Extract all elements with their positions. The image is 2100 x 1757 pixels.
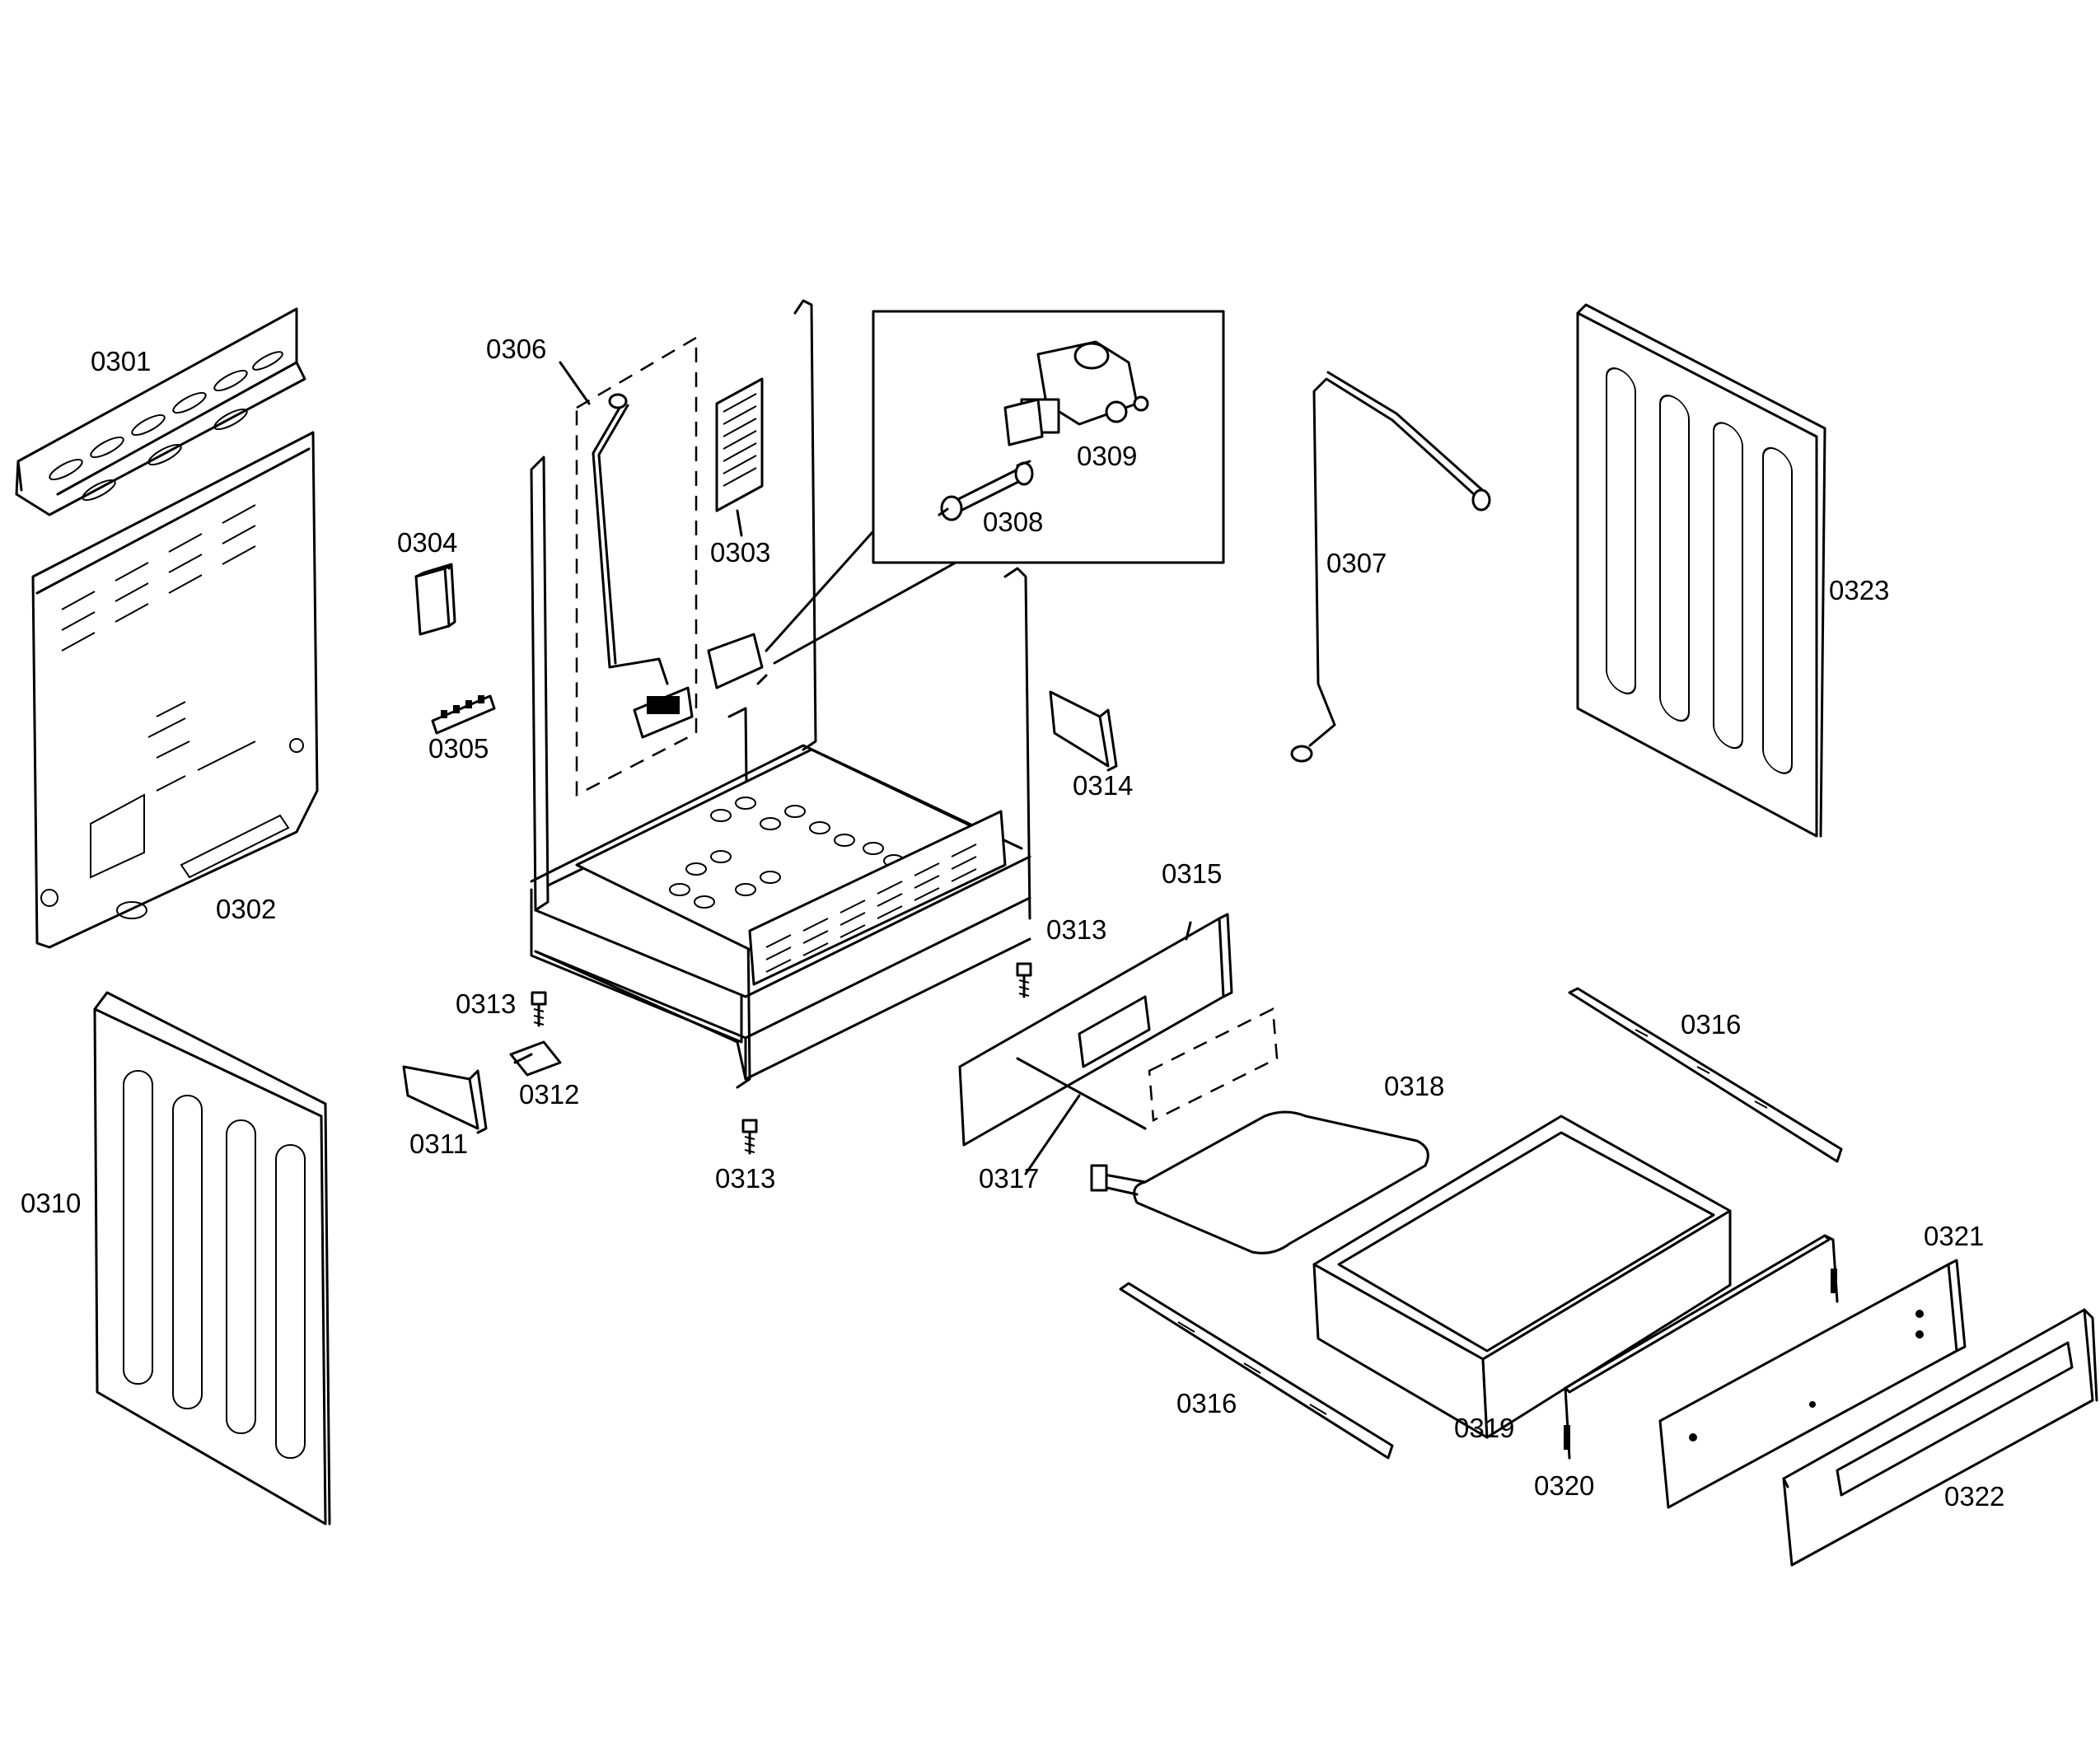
label-0311: 0311 bbox=[409, 1128, 468, 1159]
label-0323: 0323 bbox=[1829, 575, 1889, 605]
part-0310-side-panel bbox=[93, 991, 331, 1526]
part-0312-clip bbox=[509, 1040, 562, 1077]
part-0303-control-board bbox=[715, 377, 764, 537]
label-0317: 0317 bbox=[979, 1163, 1039, 1194]
label-0313-c: 0313 bbox=[715, 1163, 775, 1194]
part-0301-top-vent-panel bbox=[15, 307, 306, 516]
label-0313-a: 0313 bbox=[456, 988, 516, 1019]
label-0318: 0318 bbox=[1384, 1071, 1444, 1101]
part-0321-drawer-panel bbox=[1658, 1259, 1967, 1509]
label-0308: 0308 bbox=[983, 507, 1043, 537]
part-0308-orifice-fitting bbox=[938, 460, 1034, 521]
label-0309: 0309 bbox=[1077, 441, 1137, 471]
label-0307: 0307 bbox=[1326, 548, 1387, 578]
part-0313-screw-b bbox=[1016, 962, 1032, 998]
label-0312: 0312 bbox=[519, 1079, 579, 1110]
part-0316-drawer-slide-a bbox=[1568, 987, 1843, 1163]
label-0316-b: 0316 bbox=[1176, 1388, 1237, 1418]
part-0311-bracket bbox=[402, 1065, 488, 1134]
part-0305-terminal-block bbox=[431, 694, 496, 735]
part-0318-heating-element bbox=[1090, 1110, 1429, 1255]
label-0322: 0322 bbox=[1944, 1481, 2004, 1512]
label-0313-b: 0313 bbox=[1046, 914, 1106, 945]
inset-valve-detail bbox=[765, 310, 1225, 665]
part-0313-screw-a bbox=[531, 991, 547, 1027]
part-0315-drawer-frame bbox=[958, 913, 1233, 1147]
label-0304: 0304 bbox=[397, 527, 457, 558]
label-0320: 0320 bbox=[1534, 1470, 1594, 1501]
part-0316-drawer-slide-b bbox=[1119, 1282, 1394, 1460]
part-0313-screw-c bbox=[741, 1119, 758, 1155]
label-0305: 0305 bbox=[428, 733, 489, 764]
part-0317-element-shield bbox=[1016, 1007, 1279, 1175]
part-0306-gas-tube-assembly bbox=[559, 335, 698, 797]
label-0302: 0302 bbox=[216, 894, 276, 924]
label-0310: 0310 bbox=[21, 1188, 81, 1218]
part-0320-drawer-gasket bbox=[1564, 1234, 1839, 1460]
part-0319-drawer-box bbox=[1312, 1114, 1732, 1439]
label-0316-a: 0316 bbox=[1681, 1009, 1741, 1040]
part-0322-drawer-front bbox=[1782, 1308, 2098, 1567]
part-0304-bracket bbox=[414, 563, 456, 636]
part-0323-side-panel bbox=[1576, 303, 1826, 838]
label-0321: 0321 bbox=[1924, 1221, 1984, 1251]
label-0306: 0306 bbox=[486, 334, 546, 364]
part-0302-back-panel bbox=[31, 431, 319, 949]
part-0307-gas-tube bbox=[1290, 371, 1491, 763]
label-0303: 0303 bbox=[710, 537, 770, 568]
label-0301: 0301 bbox=[91, 346, 151, 376]
label-0319: 0319 bbox=[1454, 1413, 1514, 1443]
label-0314: 0314 bbox=[1073, 770, 1133, 801]
part-0309-gas-valve bbox=[1003, 340, 1149, 446]
part-0314-bracket bbox=[1049, 690, 1118, 772]
label-0315: 0315 bbox=[1162, 858, 1222, 889]
main-frame bbox=[530, 299, 1031, 1089]
